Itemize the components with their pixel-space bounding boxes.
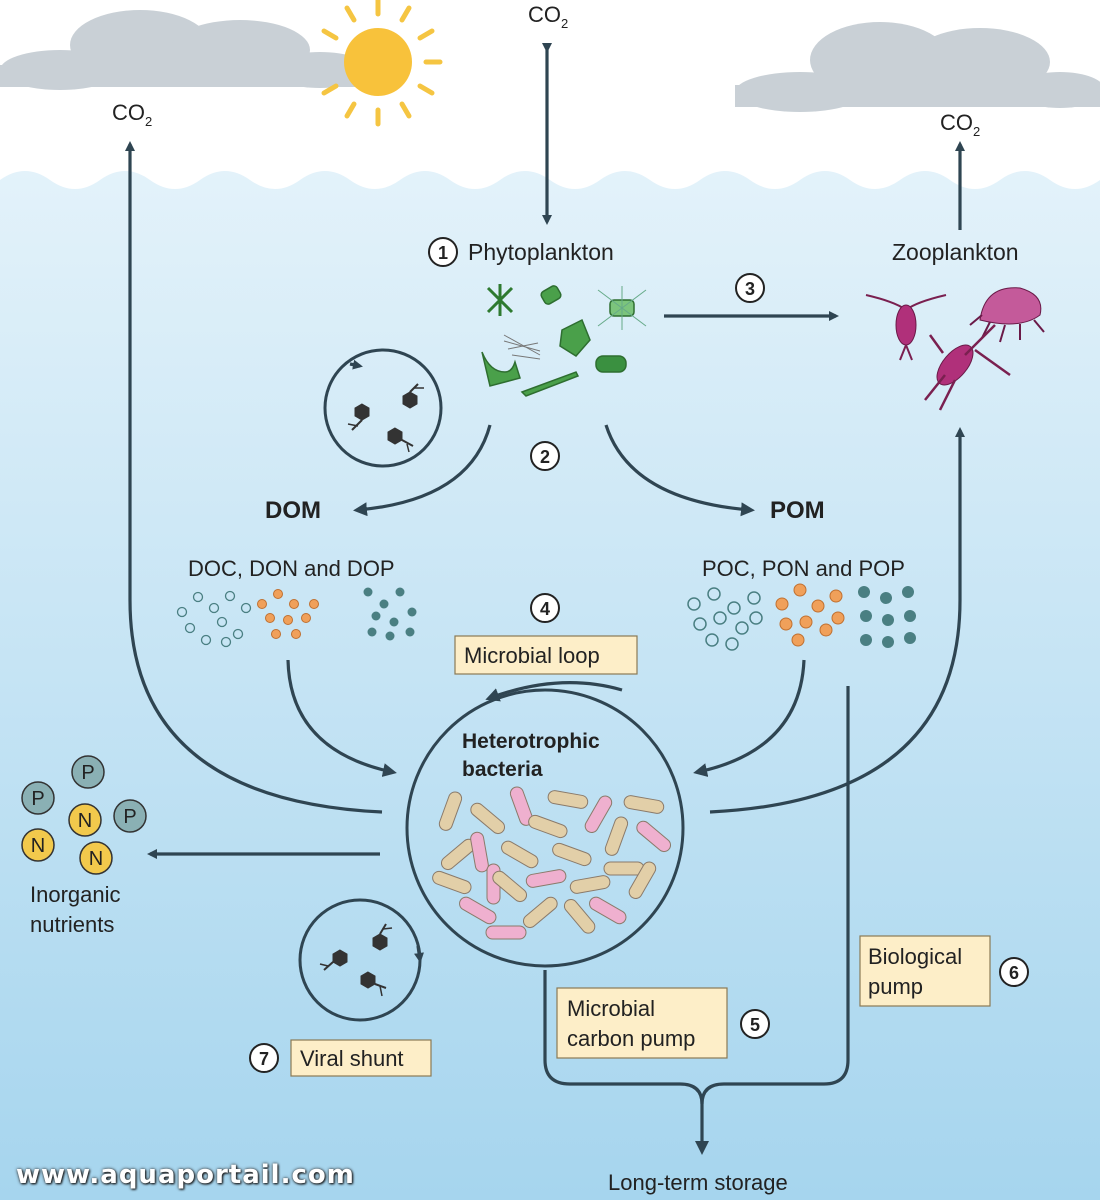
step-3-badge: 3 [735,273,765,303]
respiration-co2-arrow [125,141,383,814]
cloud-icon [0,10,370,90]
viral-shunt-arrow [414,945,424,963]
long-term-storage-label: Long-term storage [608,1170,788,1195]
virus-cycle-ring [323,348,443,468]
bacteria-icon [432,786,672,940]
step-5-badge: 5 [740,1009,770,1039]
virus-icon [347,383,424,453]
microbial-carbon-pump-box: Microbial carbon pump [556,987,728,1059]
dom-particles [176,587,417,648]
step-7-badge: 7 [249,1043,279,1073]
svg-text:N: N [31,835,45,857]
svg-text:Biological: Biological [868,944,962,969]
pom-to-bacteria-arrow [693,659,806,777]
microbial-carbon-pump-arrow [543,970,709,1155]
step-4-badge: 4 [530,593,560,623]
svg-text:P: P [123,806,136,828]
co2-label-top: CO2 [528,2,568,31]
ocean-water [0,171,1100,1200]
pom-arrow [604,424,755,517]
svg-text:carbon pump: carbon pump [567,1026,695,1051]
step-6-badge: 6 [999,957,1029,987]
svg-text:2: 2 [540,447,550,467]
nutrient-icons: P P N P N N [21,755,147,875]
virus-cycle-arrow [349,359,363,370]
dom-to-bacteria-arrow [286,659,397,777]
doc-label: DOC, DON and DOP [188,556,395,581]
cloud-icon [735,22,1100,112]
svg-text:6: 6 [1009,963,1019,983]
biological-pump-arrow [700,686,850,1105]
svg-text:3: 3 [745,279,755,299]
step-1-badge: 1 [428,237,458,267]
step-2-badge: 2 [530,441,560,471]
zooplankton-icon [865,287,1045,411]
sun-icon [321,0,443,127]
bacteria-cell [405,688,685,968]
phytoplankton-icon [481,284,647,397]
phytoplankton-label: Phytoplankton [468,239,614,265]
viral-shunt-box: Viral shunt [290,1039,432,1077]
svg-text:Viral shunt: Viral shunt [300,1046,404,1071]
svg-text:P: P [31,788,44,810]
svg-text:7: 7 [259,1049,269,1069]
virus-icon [319,923,393,997]
svg-text:5: 5 [750,1015,760,1035]
microbial-loop-arrow [485,681,623,702]
bacteria-label-line2: bacteria [462,758,543,781]
svg-text:1: 1 [438,243,448,263]
co2-label-right: CO2 [940,110,980,139]
microbial-loop-box: Microbial loop [454,635,638,675]
watermark: www.aquaportail.com [16,1160,355,1190]
svg-text:4: 4 [540,599,550,619]
inorganic-label-line2: nutrients [30,912,114,937]
svg-text:pump: pump [868,974,923,999]
biological-pump-box: Biological pump [859,935,991,1007]
co2-label-left: CO2 [112,100,152,129]
bacteria-label-line1: Heterotrophic [462,730,600,753]
poc-label: POC, PON and POP [702,556,905,581]
svg-text:Microbial: Microbial [567,996,655,1021]
svg-text:N: N [89,848,103,870]
svg-text:N: N [78,810,92,832]
dom-label: DOM [265,497,321,524]
zooplankton-label: Zooplankton [892,239,1019,265]
svg-text:Microbial loop: Microbial loop [464,643,600,668]
inorganic-label-line1: Inorganic [30,882,121,907]
svg-text:P: P [81,762,94,784]
bacteria-to-zooplankton-arrow [709,427,965,814]
pom-particles [687,583,916,651]
dom-arrow [353,424,492,517]
pom-label: POM [770,497,825,524]
